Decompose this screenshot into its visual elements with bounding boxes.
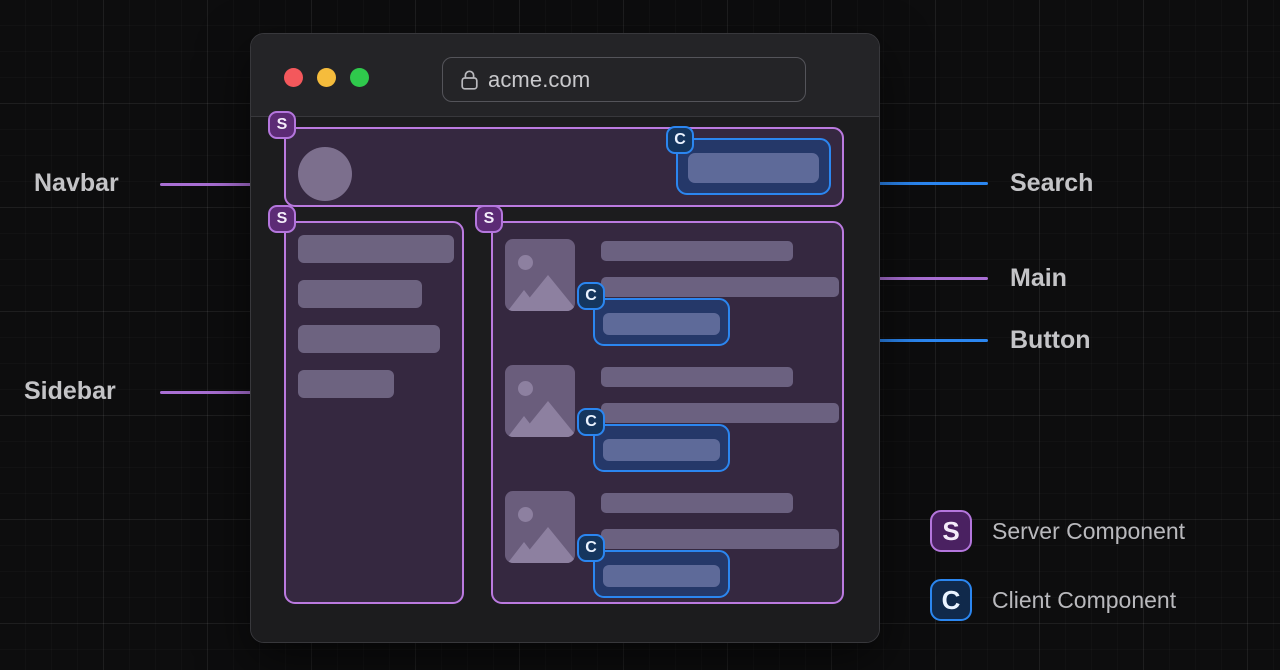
image-placeholder-icon: [505, 239, 575, 311]
skeleton-text-line: [601, 493, 793, 513]
sidebar-region[interactable]: S: [268, 205, 464, 604]
address-bar[interactable]: acme.com: [442, 57, 806, 102]
image-placeholder-icon: [505, 491, 575, 563]
lock-icon: [461, 69, 478, 90]
navbar-region[interactable]: S C: [268, 111, 844, 207]
leader-line-sidebar: [160, 391, 270, 394]
server-badge: S: [475, 205, 503, 233]
annotation-label-navbar: Navbar: [34, 169, 119, 197]
skeleton-text-line: [601, 403, 839, 423]
legend-item-client: C Client Component: [930, 576, 1185, 624]
list-item: C: [505, 487, 839, 607]
main-region[interactable]: S C: [475, 205, 844, 607]
client-badge: C: [577, 282, 605, 310]
sidebar-item-placeholder[interactable]: [298, 370, 394, 398]
client-badge: C: [930, 579, 972, 621]
browser-chrome: acme.com: [251, 34, 879, 117]
list-item: C: [505, 235, 839, 355]
button-component[interactable]: C: [577, 534, 730, 598]
skeleton-text-line: [601, 277, 839, 297]
sidebar-item-placeholder[interactable]: [298, 235, 454, 263]
client-badge: C: [577, 534, 605, 562]
url-text: acme.com: [488, 66, 591, 92]
leader-line-main: [862, 277, 988, 280]
button-label-placeholder: [603, 565, 720, 587]
server-badge: S: [268, 205, 296, 233]
skeleton-text-line: [601, 367, 793, 387]
traffic-lights: [284, 68, 369, 87]
legend-label: Client Component: [992, 586, 1177, 613]
annotation-label-button: Button: [1010, 326, 1091, 354]
button-label-placeholder: [603, 313, 720, 335]
server-badge: S: [930, 510, 972, 552]
leader-line-search: [833, 182, 988, 185]
page-viewport: S C S S: [251, 111, 879, 642]
client-badge: C: [666, 126, 694, 154]
sidebar-item-placeholder[interactable]: [298, 280, 422, 308]
browser-window: acme.com S C S: [250, 33, 880, 643]
button-label-placeholder: [603, 439, 720, 461]
search-component[interactable]: C: [666, 126, 831, 195]
maximize-window-button[interactable]: [350, 68, 369, 87]
skeleton-text-line: [601, 529, 839, 549]
client-badge: C: [577, 408, 605, 436]
annotation-label-sidebar: Sidebar: [24, 377, 116, 405]
legend: S Server Component C Client Component: [930, 507, 1185, 645]
avatar[interactable]: [298, 147, 352, 201]
button-component[interactable]: C: [577, 282, 730, 346]
annotation-label-main: Main: [1010, 264, 1067, 292]
search-input[interactable]: [688, 153, 819, 183]
minimize-window-button[interactable]: [317, 68, 336, 87]
legend-item-server: S Server Component: [930, 507, 1185, 555]
skeleton-text-line: [601, 241, 793, 261]
list-item: C: [505, 361, 839, 481]
button-component[interactable]: C: [577, 408, 730, 472]
image-placeholder-icon: [505, 365, 575, 437]
sidebar-item-placeholder[interactable]: [298, 325, 440, 353]
close-window-button[interactable]: [284, 68, 303, 87]
leader-line-navbar: [160, 183, 270, 186]
server-badge: S: [268, 111, 296, 139]
legend-label: Server Component: [992, 517, 1186, 544]
annotation-label-search: Search: [1010, 169, 1094, 197]
